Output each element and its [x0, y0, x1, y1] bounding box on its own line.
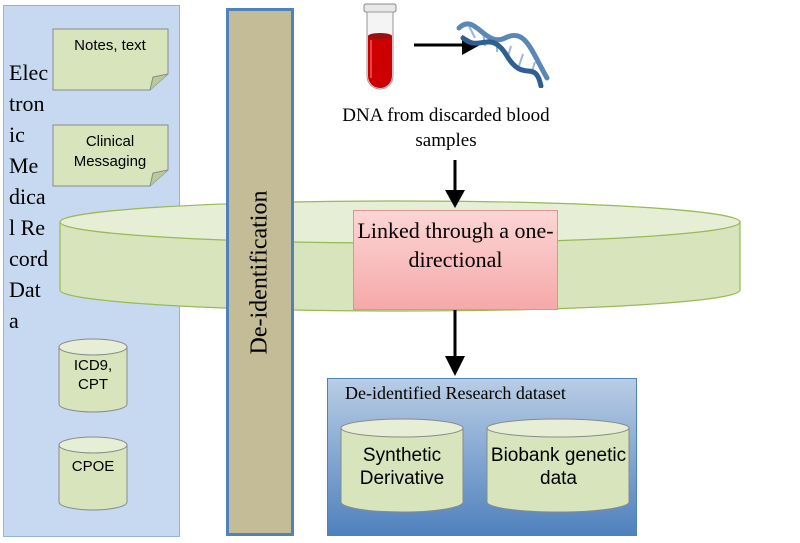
linked-label: Linked through a one-directional [357, 218, 554, 272]
linked-box [353, 210, 558, 310]
cpoe-cylinder [58, 436, 128, 511]
messaging-label: Clinical Messaging [73, 133, 147, 170]
deidentification-label: De-identification [246, 190, 273, 354]
deidentification-label-wrap: De-identification [226, 8, 294, 536]
dna-helix-icon [456, 21, 550, 88]
dna-to-linked-arrow [445, 160, 465, 208]
blood-tube-icon [363, 3, 397, 90]
research-title: De-identified Research dataset [345, 383, 566, 403]
biobank-cylinder [486, 418, 630, 513]
dna-caption: DNA from discarded blood samples [342, 105, 550, 151]
notes-label: Notes, text [74, 37, 146, 54]
synthetic-label: Synthetic Derivative [359, 445, 445, 489]
linked-to-research-arrow [445, 310, 465, 376]
synthetic-cylinder [340, 418, 464, 513]
biobank-label: Biobank genetic data [490, 445, 627, 489]
icd-cylinder [58, 338, 128, 413]
deidentification-bar [226, 8, 294, 536]
emr-title: Electronic Medical Record Data [9, 60, 49, 333]
icd-label: ICD9, CPT [73, 357, 113, 393]
messaging-shape [52, 124, 169, 187]
notes-shape [52, 28, 169, 91]
cpoe-label: CPOE [71, 458, 115, 475]
